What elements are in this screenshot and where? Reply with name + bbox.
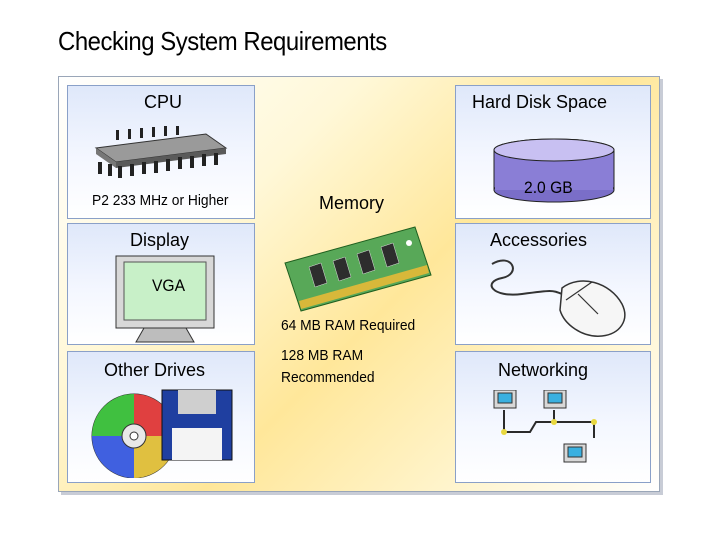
slide-title: Checking System Requirements [58,26,387,56]
memory-recommended-line1: 128 MB RAM [281,347,364,364]
content-frame: CPU P2 233 MHz or Higher Hard Disk Space [58,76,660,492]
accessories-title: Accessories [490,230,588,250]
other-drives-title: Other Drives [104,360,206,380]
memory-recommended-line2: Recommended [281,369,375,386]
ram-module-icon [284,226,432,312]
cpu-caption: P2 233 MHz or Higher [92,192,229,209]
mouse-icon [490,259,626,337]
accessories-panel: Accessories [455,223,651,345]
memory-required: 64 MB RAM Required [281,317,416,334]
hard-disk-panel: Hard Disk Space 2.0 GB [455,85,651,219]
cpu-chip-icon [94,126,228,178]
other-drives-panel: Other Drives [67,351,255,483]
networking-panel: Networking [455,351,651,483]
hard-disk-title: Hard Disk Space [472,92,608,112]
networking-title: Networking [498,360,589,380]
cpu-title: CPU [144,92,183,112]
hard-disk-value: 2.0 GB [524,178,573,197]
display-screen-text: VGA [152,276,186,295]
cd-floppy-icon [91,389,233,478]
monitor-icon [115,255,215,343]
display-panel: Display VGA [67,223,255,345]
display-title: Display [130,230,190,250]
memory-title: Memory [319,193,385,213]
network-icon [493,390,597,463]
cpu-panel: CPU P2 233 MHz or Higher [67,85,255,219]
disk-cylinder-icon [493,138,615,203]
memory-panel: 64 MB RAM Required 128 MB RAM Recommende… [267,223,447,395]
